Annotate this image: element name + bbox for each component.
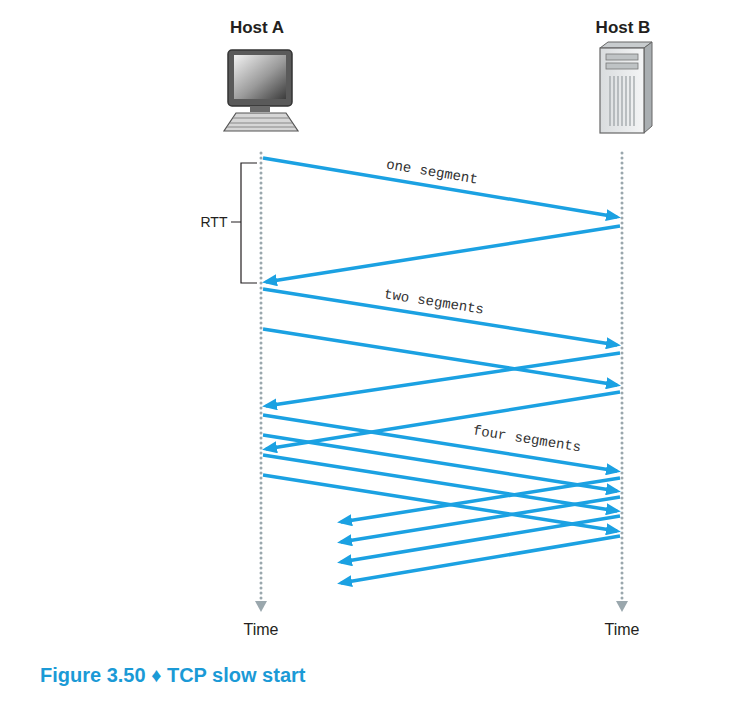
host-label: Host B [596,18,651,38]
segment-label: two segments [381,286,487,318]
host-label: Host A [230,18,284,38]
time-label: Time [244,621,279,639]
time-label: Time [605,621,640,639]
monitor-screen [234,55,286,99]
computer-icon [224,50,298,131]
monitor-frame [228,50,292,106]
segment-arrow [263,329,617,385]
rtt-bracket [231,163,257,283]
server-side [644,42,652,133]
drive-bay [606,63,638,69]
time-axis [621,153,624,600]
server-top [600,42,652,48]
keyboard [224,113,298,131]
timelines [255,153,628,612]
ack-arrow [341,497,620,542]
ack-arrow [341,478,620,522]
ack-arrow [266,353,620,406]
time-arrowhead [255,601,267,612]
keyboard-keys [227,118,295,127]
server-grille [610,76,634,126]
segment-label: one segment [383,156,481,188]
server-front [600,48,644,133]
time-axis [260,153,263,600]
time-arrowhead [616,601,628,612]
ack-arrow [341,516,620,562]
segment-arrow [263,475,617,531]
ack-arrow [266,226,620,282]
ack-arrow [341,536,620,583]
monitor-stand [250,106,270,112]
server-icon [600,42,652,133]
figure-caption: Figure 3.50 ♦ TCP slow start [40,664,305,687]
drive-bay [606,54,638,60]
rtt-label: RTT [201,214,228,230]
message-arrows [263,158,620,583]
